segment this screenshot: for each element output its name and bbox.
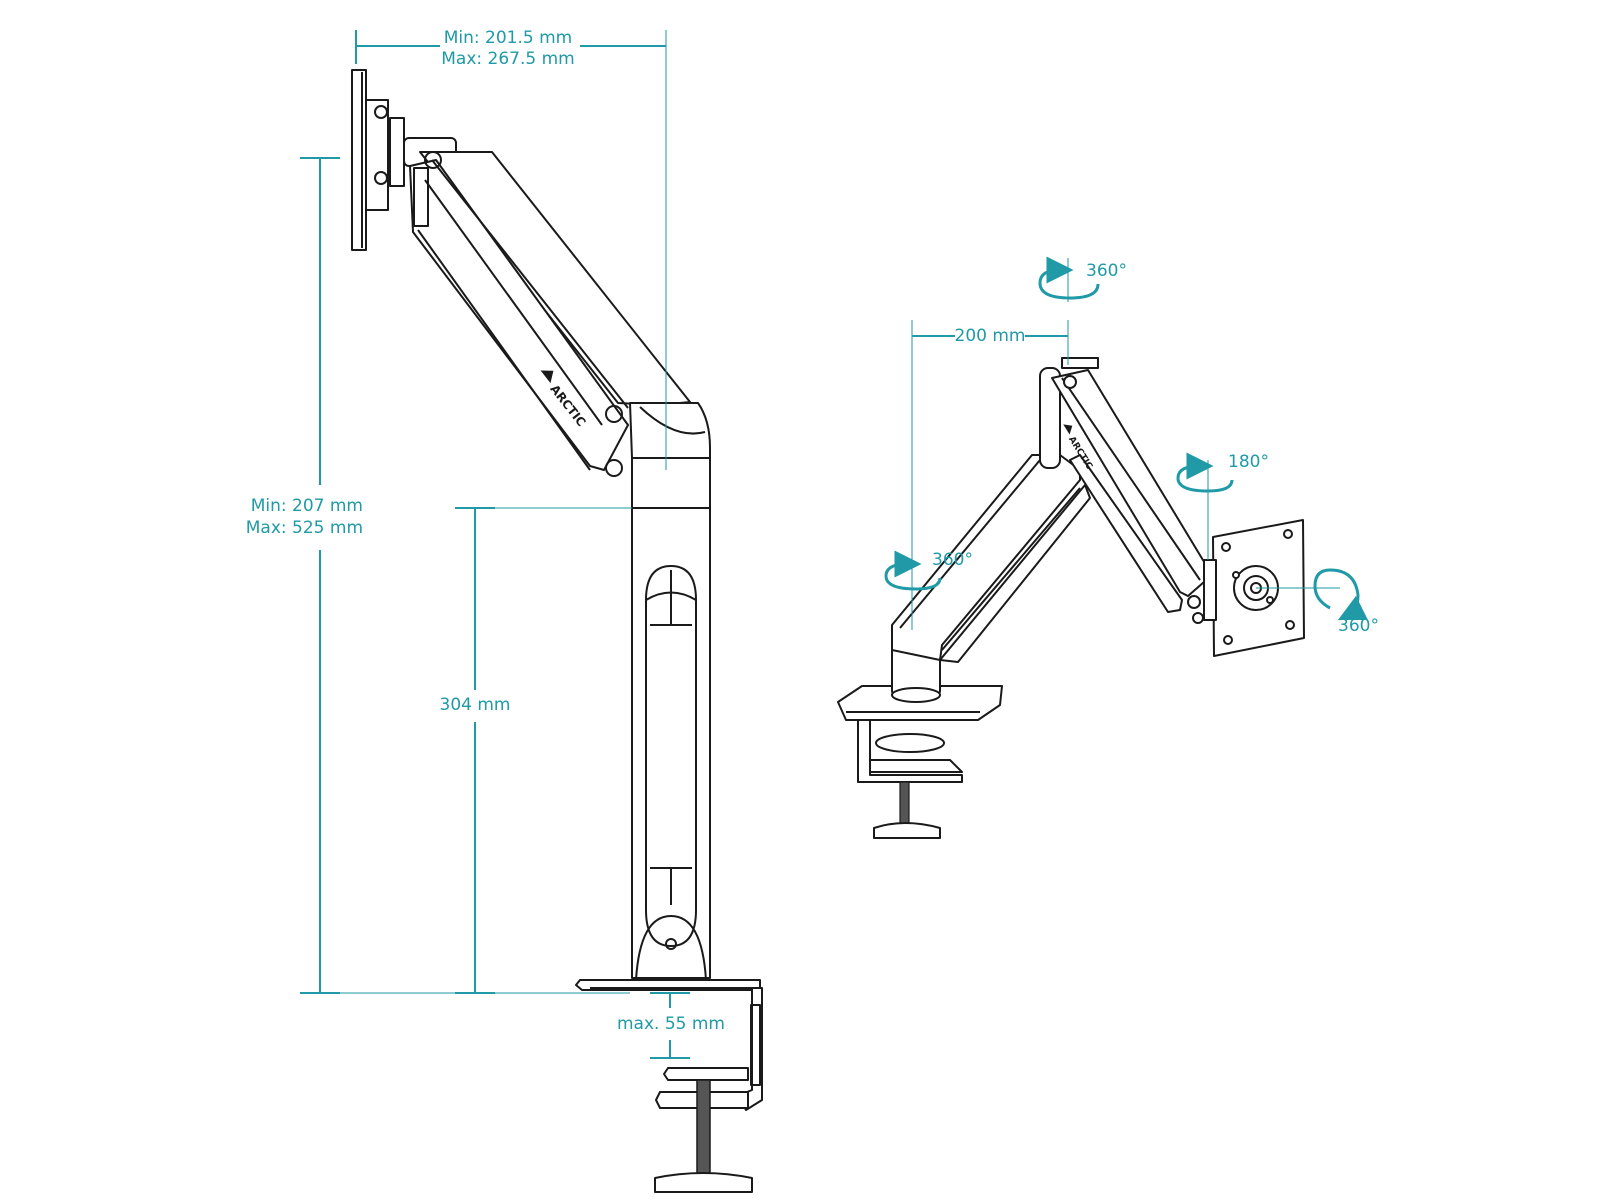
- rotation-arrow-base: [884, 550, 942, 591]
- elbow-joint: [629, 402, 711, 511]
- perspective-view-drawing: ARCTIC: [837, 357, 1305, 839]
- width-dim-max-label: Max: 267.5 mm: [441, 49, 575, 69]
- tilt-rotation-label: 180°: [1228, 452, 1269, 472]
- vesa-rotation-label: 360°: [1338, 616, 1379, 636]
- height-dim-max-label: Max: 525 mm: [245, 518, 363, 538]
- perspective-upper-arm: [1039, 357, 1213, 624]
- perspective-lower-arm: [891, 454, 1091, 703]
- height-dim-min-label: Min: 207 mm: [250, 496, 363, 516]
- side-view-drawing: ARCTIC: [351, 69, 763, 1193]
- pole-height-label: 304 mm: [439, 695, 511, 715]
- desk-clamp: [575, 979, 763, 1193]
- base-rotation-label: 360°: [932, 550, 973, 570]
- arm-offset-label: 200 mm: [954, 326, 1026, 346]
- rotation-arrow-tilt: [1176, 452, 1234, 493]
- top-rotation-label: 360°: [1086, 261, 1127, 281]
- rotation-arrow-top: [1038, 256, 1100, 300]
- rotation-arrow-vesa: [1313, 568, 1369, 621]
- side-view-dimensions: [300, 30, 690, 1059]
- perspective-dimensions: [884, 256, 1369, 630]
- width-dim-min-label: Min: 201.5 mm: [443, 28, 573, 48]
- pole: [631, 507, 711, 981]
- upper-arm: [409, 151, 691, 477]
- perspective-clamp: [837, 685, 1003, 839]
- clamp-thickness-label: max. 55 mm: [616, 1014, 725, 1034]
